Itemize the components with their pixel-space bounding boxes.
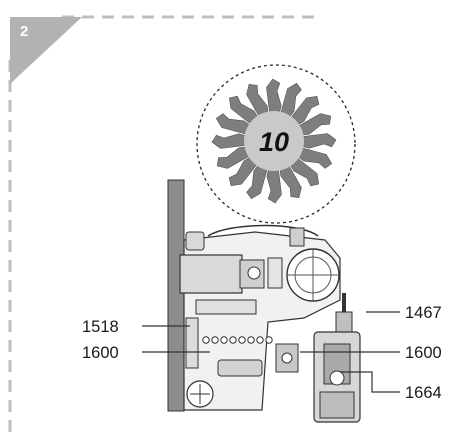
- machine-assembly: [167, 179, 361, 423]
- motor-screw: [247, 266, 261, 280]
- screw-row: [202, 336, 273, 344]
- screw: [265, 336, 273, 344]
- vertical-rod: [185, 317, 199, 369]
- label-1467: 1467: [405, 304, 442, 322]
- gear-center: [244, 111, 304, 171]
- label-1600-left: 1600: [82, 344, 119, 362]
- screw: [229, 336, 237, 344]
- detail-number: 10: [259, 127, 289, 157]
- frame-bar: [167, 179, 185, 412]
- valve-base: [319, 391, 355, 419]
- top-knob: [185, 231, 205, 251]
- step-number: 2: [20, 23, 28, 40]
- screw: [238, 336, 246, 344]
- screw: [256, 336, 264, 344]
- detail-bubble: 10: [196, 64, 356, 224]
- screw: [202, 336, 210, 344]
- label-1600-right: 1600: [405, 344, 442, 362]
- upper-rail: [195, 299, 257, 315]
- screw: [220, 336, 228, 344]
- valve-nozzle: [335, 311, 353, 333]
- cable-loop: [207, 224, 319, 237]
- serrated-gear-teeth: [211, 78, 337, 204]
- motor-body: [179, 254, 243, 294]
- label-1664: 1664: [405, 384, 442, 402]
- lower-bolt: [217, 359, 263, 377]
- screw: [247, 336, 255, 344]
- leader-1664: [340, 371, 400, 393]
- label-1518: 1518: [82, 318, 119, 336]
- leader-lines: [142, 311, 400, 393]
- step-badge: 2: [10, 17, 82, 84]
- motor-bracket: [267, 257, 283, 289]
- screw: [211, 336, 219, 344]
- dashed-step-border: [8, 15, 318, 432]
- top-clip: [289, 227, 305, 247]
